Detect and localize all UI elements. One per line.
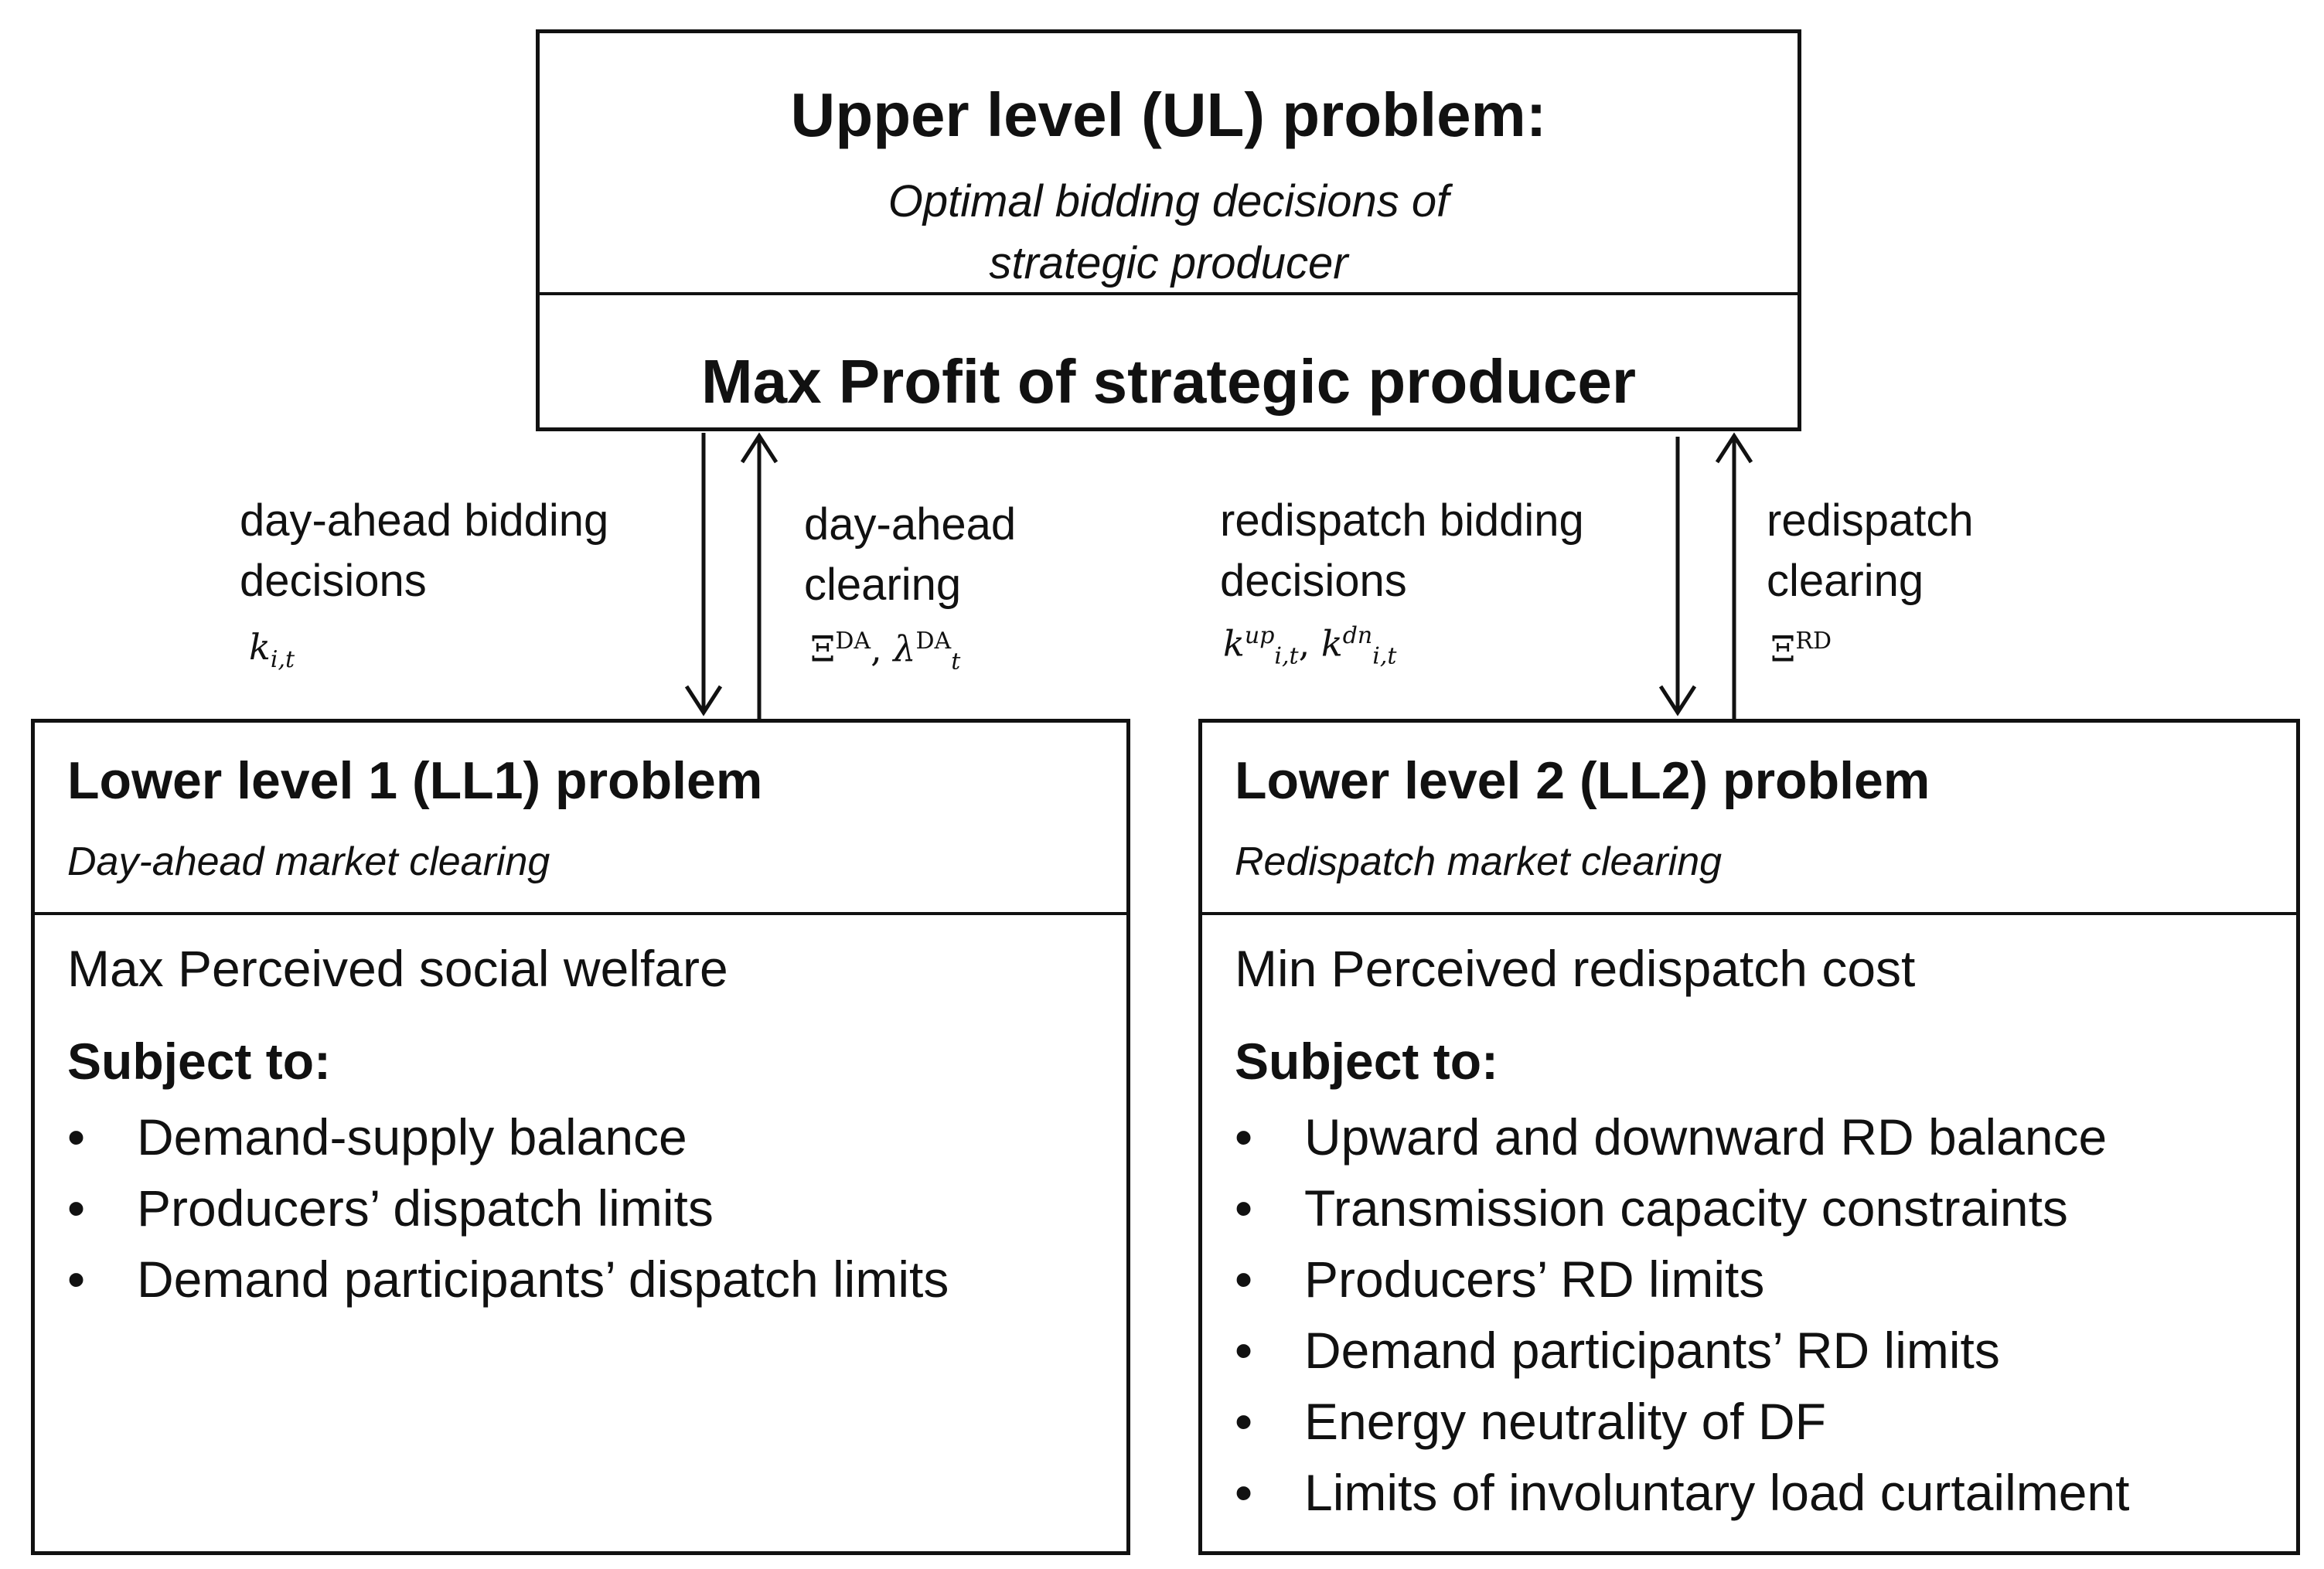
upper-level-objective: Max Profit of strategic producer bbox=[700, 347, 1637, 416]
symbol-k-dn-sup: dn bbox=[1342, 622, 1373, 649]
ll1-constraint: Demand-supply balance bbox=[67, 1101, 949, 1172]
label-rd-bidding-line1: redispatch bidding bbox=[1220, 495, 1584, 546]
arrow-da-bidding-down bbox=[684, 433, 723, 716]
label-rd-bidding: redispatch bidding decisions bbox=[1220, 491, 1584, 611]
upper-level-subtitle-line2: strategic producer bbox=[989, 238, 1348, 288]
label-da-clearing-line2: clearing bbox=[804, 560, 962, 610]
symbol-lambda-sup: DA bbox=[915, 628, 952, 655]
symbol-lambda: λ bbox=[893, 628, 916, 670]
symbol-comma-2: , bbox=[1298, 622, 1321, 665]
ll1-constraint: Producers’ dispatch limits bbox=[67, 1172, 949, 1244]
symbol-xi-rd: ΞRD bbox=[1770, 628, 1832, 669]
symbol-k-up-dn: kupi,t, kdni,t bbox=[1223, 622, 1396, 670]
ll1-constraint-list: Demand-supply balance Producers’ dispatc… bbox=[67, 1101, 949, 1315]
arrow-rd-bidding-down bbox=[1658, 437, 1697, 716]
label-da-bidding-line2: decisions bbox=[240, 556, 427, 606]
ll2-constraint: Energy neutrality of DF bbox=[1235, 1386, 2129, 1457]
ll2-constraint: Upward and downward RD balance bbox=[1235, 1101, 2129, 1172]
symbol-xi: Ξ bbox=[810, 628, 836, 670]
label-da-bidding: day-ahead bidding decisions bbox=[240, 491, 608, 611]
label-rd-bidding-line2: decisions bbox=[1220, 556, 1407, 606]
symbol-k-dn-sub: i,t bbox=[1372, 642, 1397, 670]
label-rd-clearing-line2: clearing bbox=[1767, 556, 1924, 606]
symbol-xi-da-lambda-da: ΞDA, λDAt bbox=[810, 628, 960, 676]
lower-level-2-box: Lower level 2 (LL2) problem Redispatch m… bbox=[1198, 719, 2300, 1555]
ll2-constraint: Demand participants’ RD limits bbox=[1235, 1315, 2129, 1386]
label-rd-clearing: redispatch clearing bbox=[1767, 491, 1974, 611]
symbol-comma: , bbox=[871, 628, 894, 670]
upper-level-divider bbox=[540, 292, 1798, 295]
symbol-xi-rd-base: Ξ bbox=[1770, 628, 1796, 670]
ll2-subtitle: Redispatch market clearing bbox=[1235, 839, 1723, 884]
symbol-k: ki,t bbox=[249, 626, 295, 673]
ll2-constraint: Transmission capacity constraints bbox=[1235, 1172, 2129, 1244]
ll1-subject-to: Subject to: bbox=[67, 1033, 331, 1090]
upper-level-title: Upper level (UL) problem: bbox=[790, 80, 1547, 149]
ll2-divider bbox=[1202, 912, 2296, 915]
ll1-subtitle: Day-ahead market clearing bbox=[67, 839, 550, 884]
upper-level-subtitle-line1: Optimal bidding decisions of bbox=[888, 176, 1450, 226]
symbol-k-up-base: k bbox=[1223, 622, 1245, 665]
ll2-objective: Min Perceived redispatch cost bbox=[1235, 940, 1916, 997]
arrow-rd-clearing-up bbox=[1715, 432, 1753, 719]
label-da-clearing-line1: day-ahead bbox=[804, 499, 1017, 550]
label-da-bidding-line1: day-ahead bidding bbox=[240, 495, 609, 546]
symbol-k-base: k bbox=[249, 626, 271, 668]
ll2-constraint-list: Upward and downward RD balance Transmiss… bbox=[1235, 1101, 2129, 1528]
lower-level-1-box: Lower level 1 (LL1) problem Day-ahead ma… bbox=[31, 719, 1130, 1555]
symbol-lambda-sub: t bbox=[951, 648, 961, 676]
upper-level-subtitle: Optimal bidding decisions of strategic p… bbox=[540, 171, 1798, 294]
symbol-xi-sup: DA bbox=[835, 628, 871, 655]
ll2-constraint: Producers’ RD limits bbox=[1235, 1244, 2129, 1315]
ll1-objective: Max Perceived social welfare bbox=[67, 940, 728, 997]
ll1-constraint: Demand participants’ dispatch limits bbox=[67, 1244, 949, 1315]
label-rd-clearing-line1: redispatch bbox=[1767, 495, 1974, 546]
symbol-k-dn-base: k bbox=[1320, 622, 1343, 665]
upper-level-box: Upper level (UL) problem: Optimal biddin… bbox=[536, 29, 1801, 431]
label-da-clearing: day-ahead clearing bbox=[804, 495, 1016, 615]
arrow-da-clearing-up bbox=[740, 432, 779, 719]
ll1-divider bbox=[35, 912, 1126, 915]
ll1-title: Lower level 1 (LL1) problem bbox=[67, 751, 763, 810]
ll2-constraint: Limits of involuntary load curtailment bbox=[1235, 1457, 2129, 1528]
ll2-subject-to: Subject to: bbox=[1235, 1033, 1498, 1090]
symbol-k-up-sup: up bbox=[1244, 622, 1275, 649]
symbol-xi-rd-sup: RD bbox=[1795, 628, 1832, 655]
ll2-title: Lower level 2 (LL2) problem bbox=[1235, 751, 1930, 810]
symbol-k-sub: i,t bbox=[270, 646, 295, 674]
symbol-k-up-sub: i,t bbox=[1274, 642, 1299, 670]
